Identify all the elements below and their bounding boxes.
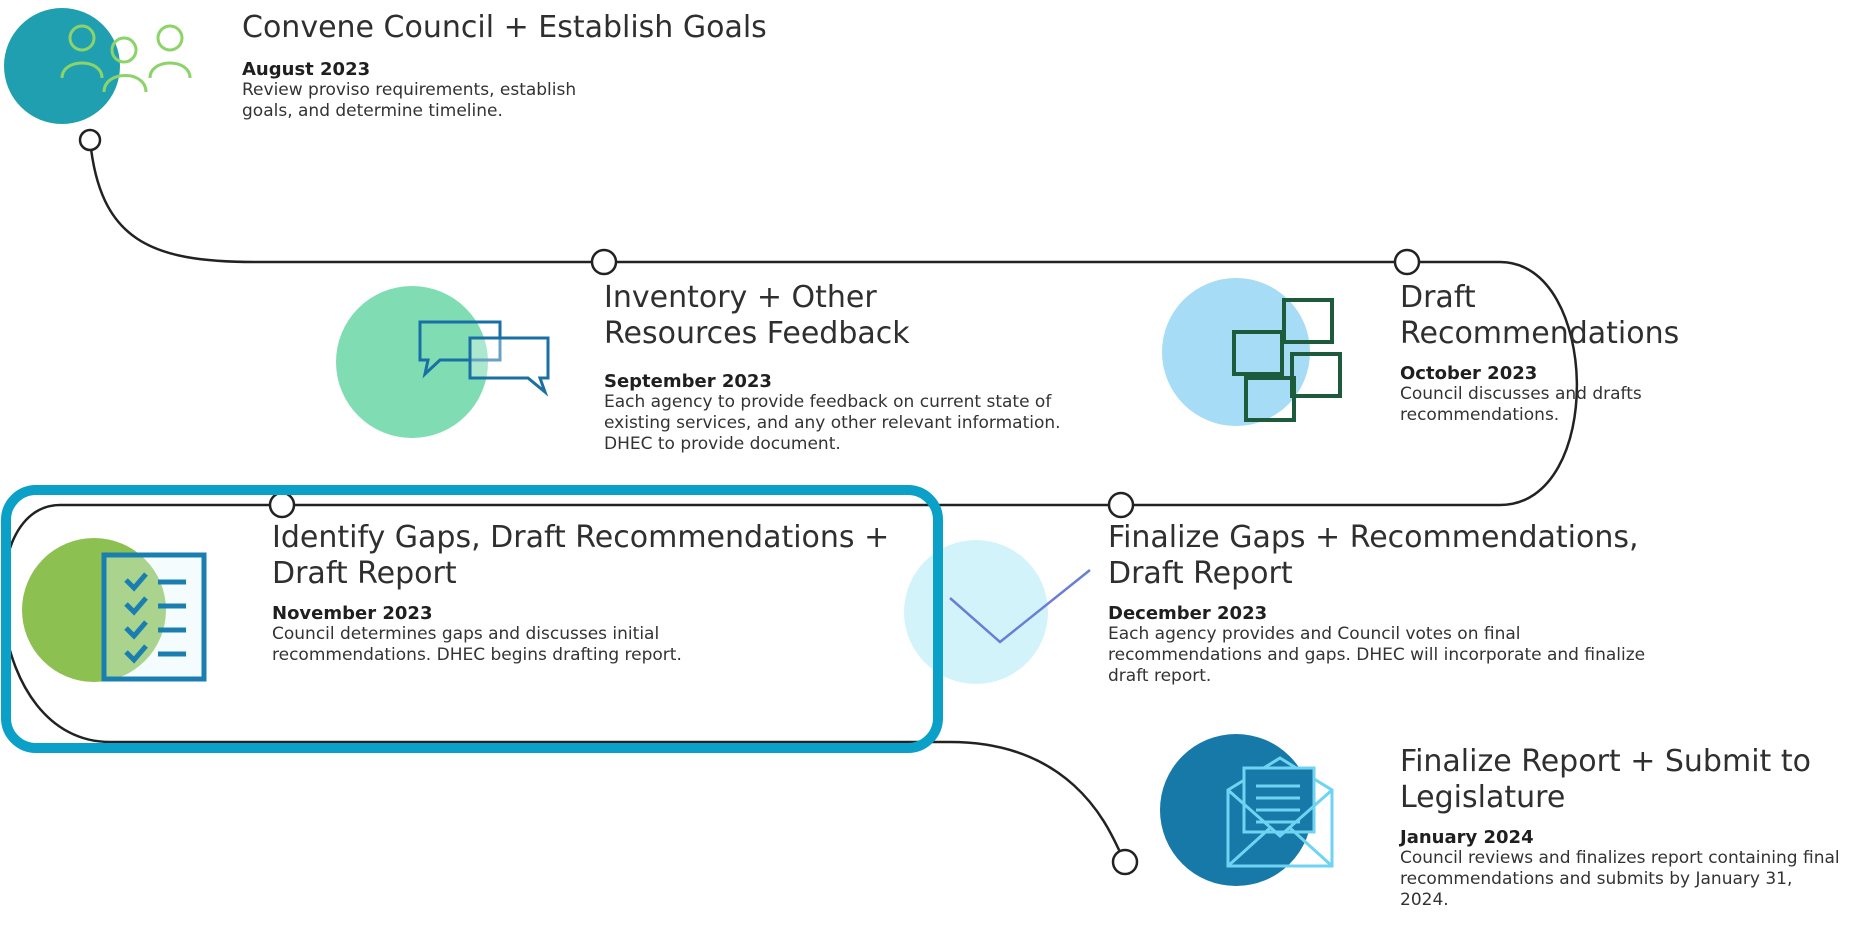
step-description: Council discusses and drafts recommendat… <box>1400 384 1642 425</box>
step-card: Finalize Gaps + Recommendations, Draft R… <box>1108 520 1728 687</box>
step-description: Each agency to provide feedback on curre… <box>604 392 1061 454</box>
timeline-node <box>590 248 618 276</box>
step-card: Identify Gaps, Draft Recommendations + D… <box>272 520 932 666</box>
timeline-path <box>1 139 1579 860</box>
people-group-icon <box>4 8 192 124</box>
highlight-frame <box>1 485 943 753</box>
chat-bubbles-icon <box>336 286 550 438</box>
step-description: Council determines gaps and discusses in… <box>272 624 682 665</box>
step-title: Draft Recommendations <box>1400 280 1680 351</box>
step-description: Each agency provides and Council votes o… <box>1108 624 1646 686</box>
step-title: Convene Council + Establish Goals <box>242 10 767 45</box>
step-title: Finalize Gaps + Recommendations, Draft R… <box>1108 520 1639 591</box>
step-card: Finalize Report + Submit to Legislature … <box>1400 744 1840 911</box>
step-description: Review proviso requirements, establish g… <box>242 80 577 121</box>
step-date: October 2023 <box>1400 363 1538 384</box>
timeline-node <box>1111 848 1139 876</box>
step-card: Convene Council + Establish Goals August… <box>242 10 862 122</box>
timeline-node <box>78 128 102 152</box>
timeline-node <box>1393 248 1421 276</box>
step-title: Identify Gaps, Draft Recommendations + D… <box>272 520 890 591</box>
envelope-icon <box>1160 734 1334 886</box>
step-card: Draft Recommendations October 2023 Counc… <box>1400 280 1730 426</box>
step-description: Council reviews and finalizes report con… <box>1400 848 1840 910</box>
step-title: Inventory + Other Resources Feedback <box>604 280 910 351</box>
step-card: Inventory + Other Resources Feedback Sep… <box>604 280 1104 476</box>
step-date: December 2023 <box>1108 603 1268 624</box>
checklist-icon <box>22 538 207 682</box>
timeline-node <box>268 491 296 519</box>
step-date: August 2023 <box>242 59 371 80</box>
sticky-notes-icon <box>1162 278 1342 426</box>
timeline-node <box>1107 491 1135 519</box>
step-date: September 2023 <box>604 371 772 392</box>
step-date: November 2023 <box>272 603 433 624</box>
step-date: January 2024 <box>1400 827 1534 848</box>
step-title: Finalize Report + Submit to Legislature <box>1400 744 1811 815</box>
